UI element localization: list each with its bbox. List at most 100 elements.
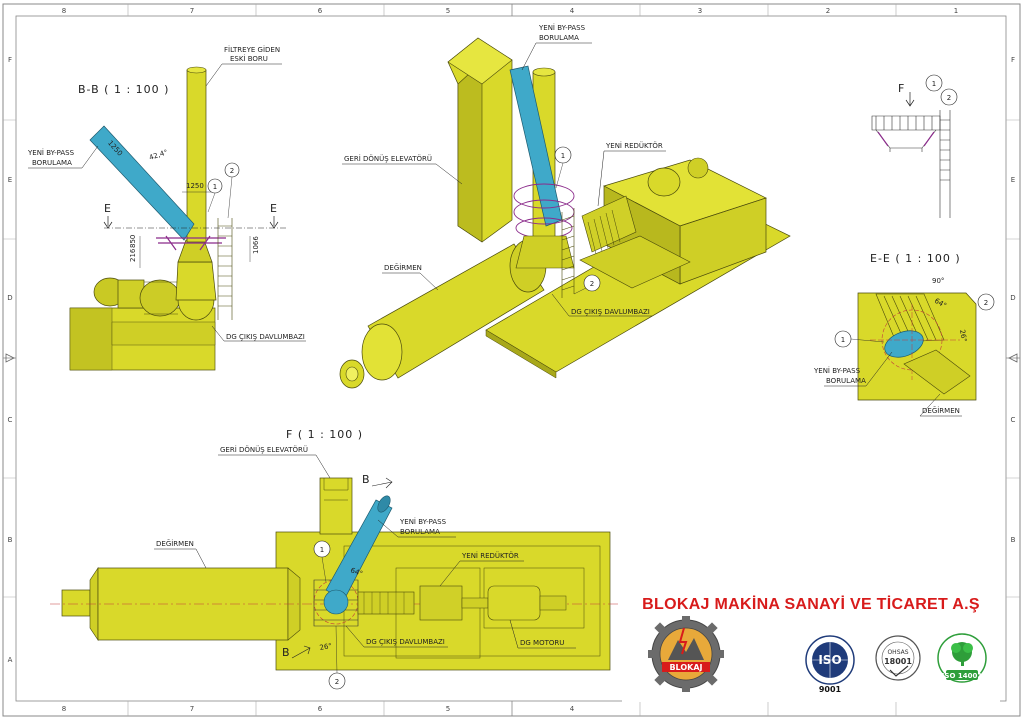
view-bb: B-B ( 1 : 100 ) FİLTREYE GİDEN ESKİ BORU… [27,45,306,371]
view-f: F ( 1 : 100 ) GERİ DÖNÜŞ [50,428,620,690]
f-leader [509,619,576,649]
bb-old-pipe-top [186,66,207,74]
bb-coupling [117,279,145,309]
f-elevator-label: GERİ DÖNÜŞ ELEVATÖRÜ [220,445,308,454]
fsmall-bubble-1-text: 1 [932,80,936,88]
iso-mill-inlet-bore [345,366,359,382]
f-bubble-2-text: 2 [335,678,339,686]
f-hood-label: DG ÇIKIŞ DAVLUMBAZI [366,638,445,646]
iso-reducer-label: YENİ REDÜKTÖR [605,141,663,150]
view-isometric: YENİ BY-PASS BORULAMA YENİ REDÜKTÖR GERİ… [339,23,791,389]
bb-old-pipe-label: FİLTREYE GİDEN [224,45,280,54]
iso-motor [647,167,681,197]
fsmall-arrow [905,92,915,107]
iso-mill-inlet-cone [361,323,403,381]
ruler-row: F [8,56,12,64]
iso-hood [515,235,575,269]
bb-section-mark: E [104,202,112,215]
bb-dim: 850 [129,235,137,248]
bb-dim-line [139,236,251,268]
f-angle: 64° [349,566,363,578]
ruler-col: 8 [62,705,66,713]
bb-bypass-pipe [89,125,195,241]
iso-old-pipe-top [532,67,556,77]
bb-leader [211,325,306,342]
f-pipe-section [323,589,349,615]
ee-mill-label: DEĞİRMEN [922,406,960,415]
ruler-col: 7 [190,7,194,15]
ee-bypass-label: YENİ BY-PASS [813,366,861,375]
fsmall-ladder [939,110,951,218]
ruler-col: 4 [570,7,575,15]
ee-mill-cone [903,349,971,395]
f-motor [487,585,541,621]
blokaj-logo-text: BLOKAJ [669,663,702,672]
f-bubble-leader [321,556,327,583]
bb-dim: 1066 [252,236,260,254]
ruler-row: E [8,176,12,184]
bb-bubble-2-text: 2 [230,167,234,175]
iso9001-number: 9001 [819,685,842,694]
f-section-arrow [291,645,311,659]
f-bypass-label: BORULAMA [400,528,440,536]
iso-bubble-2-text: 2 [590,280,594,288]
f-leader [218,454,331,479]
iso-bypass-label: BORULAMA [539,34,579,42]
ruler-row: C [1011,416,1016,424]
f-leader [345,625,448,648]
ee-bypass-label: BORULAMA [826,377,866,385]
ruler-col: 5 [446,705,450,713]
bb-hood-body [175,261,217,301]
iso-reducer-grille [587,209,621,255]
sheet-inner-frame [15,15,1007,702]
iso-bubble-2 [583,274,601,292]
iso-bubble-1-text: 1 [561,152,565,160]
ee-centerlines [870,304,960,380]
ruler-column-labels-bottom: 8 7 6 5 4 [62,705,575,713]
view-f-small: F 1 2 [871,74,958,218]
bb-dim: 1250 [186,182,204,190]
f-bubble-1-text: 1 [320,546,324,554]
bb-bubble-1-text: 1 [213,183,217,191]
bb-leader [28,145,99,169]
sheet-outer-frame [2,3,1021,717]
iso-leader [342,163,463,185]
center-arrows [5,353,1018,363]
fsmall-bubble-2-text: 2 [947,94,951,102]
bb-base-side [69,307,113,371]
ruler-row: C [8,416,13,424]
iso-elevator-top [447,37,513,85]
f-mill-label: DEĞİRMEN [156,539,194,548]
iso-leader [382,272,439,291]
bb-hood-label: DG ÇIKIŞ DAVLUMBAZI [226,333,305,341]
ruler-row: E [1011,176,1015,184]
ee-bubble-2 [977,293,995,311]
bb-section-arrows [103,216,279,229]
ruler-col: 6 [318,7,323,15]
bb-bypass-label: BORULAMA [32,159,72,167]
bb-ladder [217,218,233,320]
bb-dim: 42,4° [148,148,169,162]
ee-angle: 26° [958,329,968,343]
iso-motor-end [687,157,709,179]
bb-section-mark: E [270,202,278,215]
f-bubble-leader [335,625,338,674]
ohsas-number: 18001 [884,657,912,666]
ruler-row: D [1010,294,1015,302]
f-elevator [319,477,353,535]
ruler-row: D [7,294,12,302]
ruler-col: 5 [446,7,450,15]
iso-bypass-label: YENİ BY-PASS [538,23,586,32]
ruler-row-labels-left: F E D C B A [7,56,12,664]
ruler-col: 2 [826,7,830,15]
iso-leader [551,293,652,317]
f-mill-inlet [61,589,91,617]
ruler-row: A [8,656,13,664]
iso-hood-label: DG ÇIKIŞ DAVLUMBAZI [571,308,650,316]
center-marks [3,4,1020,716]
view-bb-title: B-B ( 1 : 100 ) [78,83,169,96]
bb-hood-ring [156,235,226,251]
iso14001-icon: ISO 14001 [937,633,987,683]
view-ee: E-E ( 1 : 100 ) 90° 64° 26° 1 2 YENİ BY-… [813,252,995,417]
bb-reducer [139,279,181,317]
